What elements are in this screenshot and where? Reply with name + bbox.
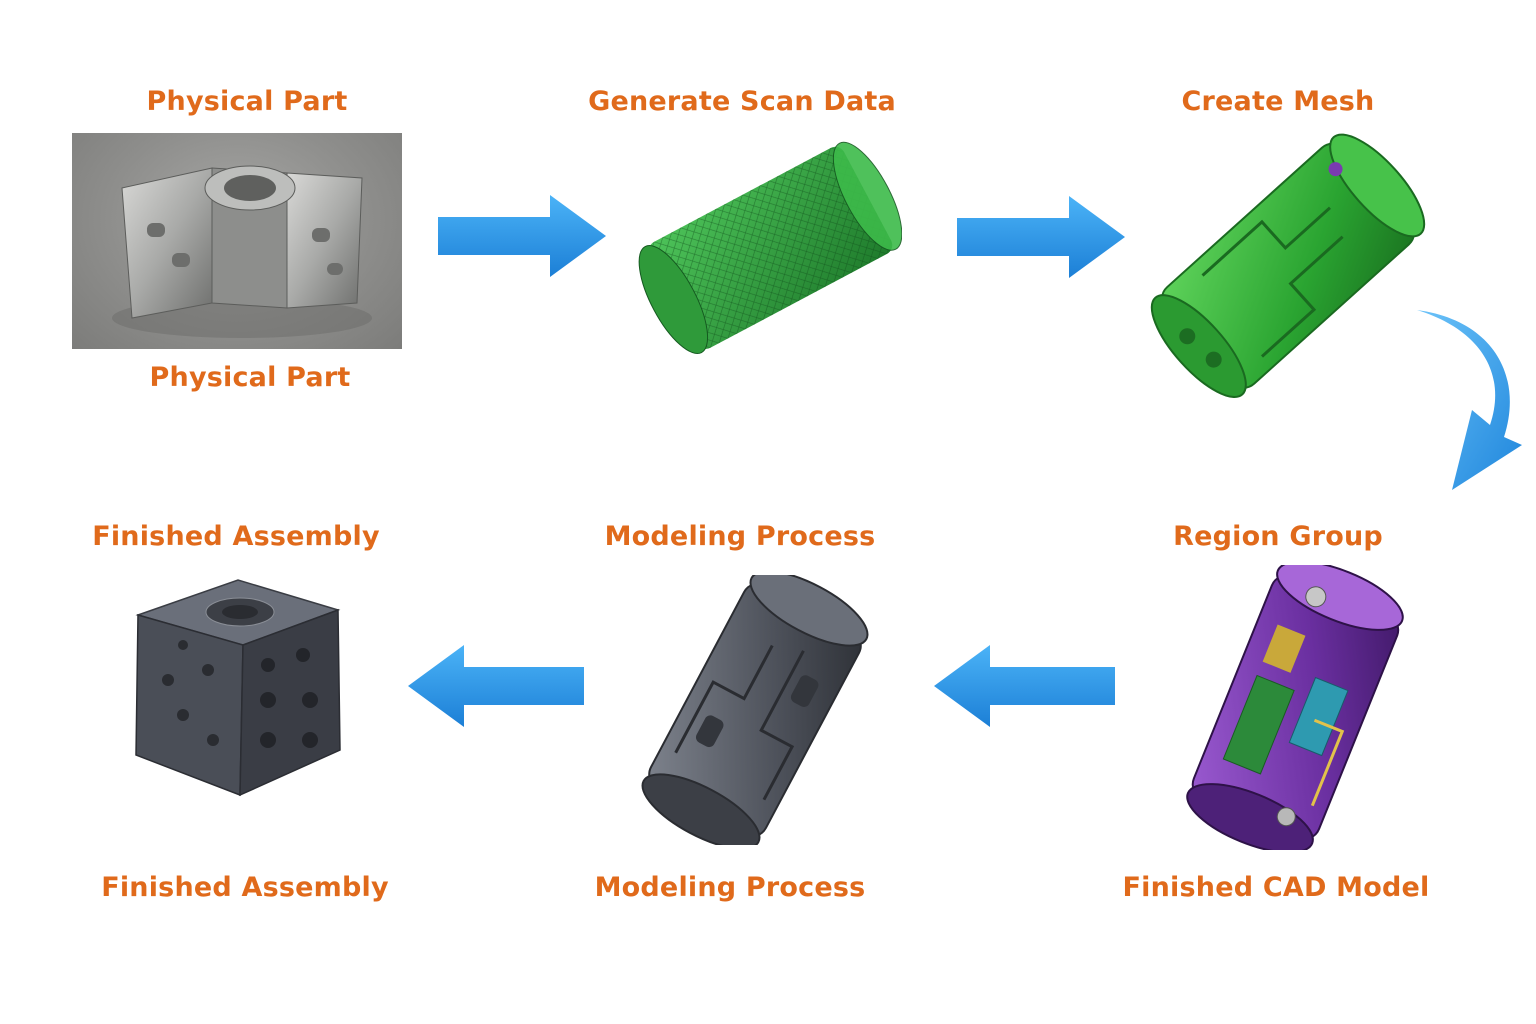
arrow-right-icon (438, 195, 608, 281)
region-group-title: Region Group (1173, 521, 1383, 552)
physical-part-caption: Physical Part (149, 362, 351, 393)
region-group-model (1150, 565, 1440, 850)
finished-cad-model-caption: Finished CAD Model (1122, 872, 1430, 903)
modeling-process-model (620, 575, 890, 845)
physical-part-title: Physical Part (146, 86, 348, 117)
modeling-process-caption: Modeling Process (594, 872, 866, 903)
finished-assembly-title: Finished Assembly (92, 521, 380, 552)
mesh-model (1150, 130, 1430, 405)
scan-data-title: Generate Scan Data (588, 86, 896, 117)
modeling-process-title: Modeling Process (604, 521, 876, 552)
create-mesh-title: Create Mesh (1181, 86, 1375, 117)
finished-assembly-caption: Finished Assembly (101, 872, 389, 903)
scan-data-model (632, 130, 902, 375)
arrow-left-icon (932, 645, 1117, 731)
finished-assembly-model (128, 570, 348, 805)
curved-arrow-down-icon (1412, 305, 1527, 499)
physical-part-photo (72, 133, 402, 349)
arrow-right-icon (957, 196, 1127, 282)
arrow-left-icon (406, 645, 586, 731)
